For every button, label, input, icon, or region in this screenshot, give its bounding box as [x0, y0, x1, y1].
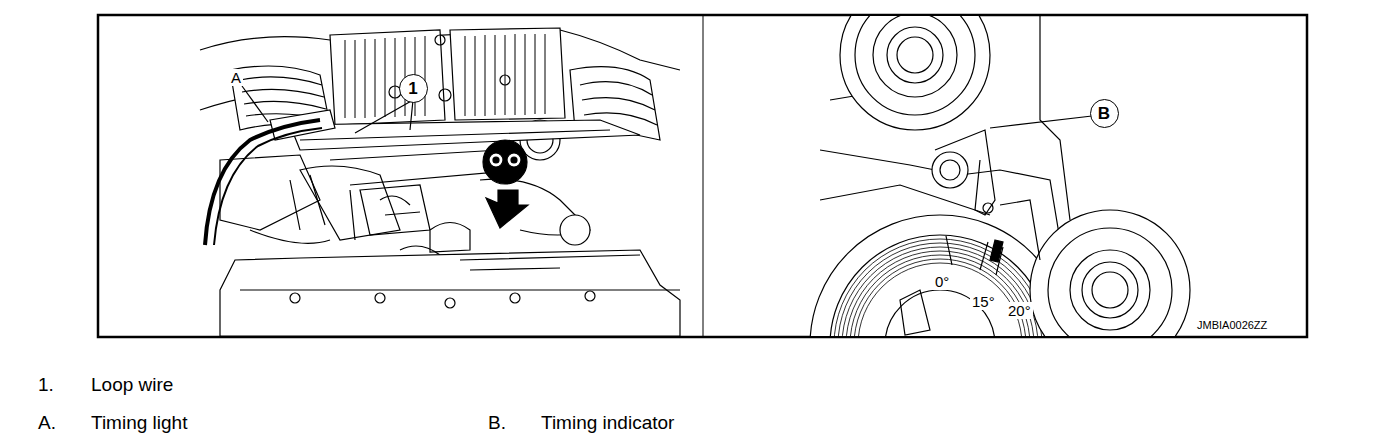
- legend-text: Timing indicator: [541, 413, 674, 432]
- legend-number: 1.: [38, 375, 54, 394]
- legend-number: B.: [488, 413, 506, 432]
- divider: [703, 15, 704, 337]
- legend-text: Timing light: [91, 413, 187, 432]
- legend-text: Loop wire: [91, 375, 173, 394]
- pulley-drive: [810, 16, 1190, 336]
- callout-letter: B: [1090, 99, 1119, 128]
- angle-mark: 15°: [970, 293, 997, 310]
- callout-text: B: [1098, 105, 1110, 122]
- callout-text: 1: [408, 80, 417, 97]
- engine-bay: [200, 28, 680, 336]
- legend-number: A.: [38, 413, 56, 432]
- angle-mark: 20°: [1006, 302, 1033, 319]
- figure-code: JMBIA0026ZZ: [1195, 319, 1269, 332]
- angle-mark: 0°: [933, 273, 951, 290]
- callout-number: 1: [399, 74, 428, 103]
- callout-letter: A: [229, 69, 243, 86]
